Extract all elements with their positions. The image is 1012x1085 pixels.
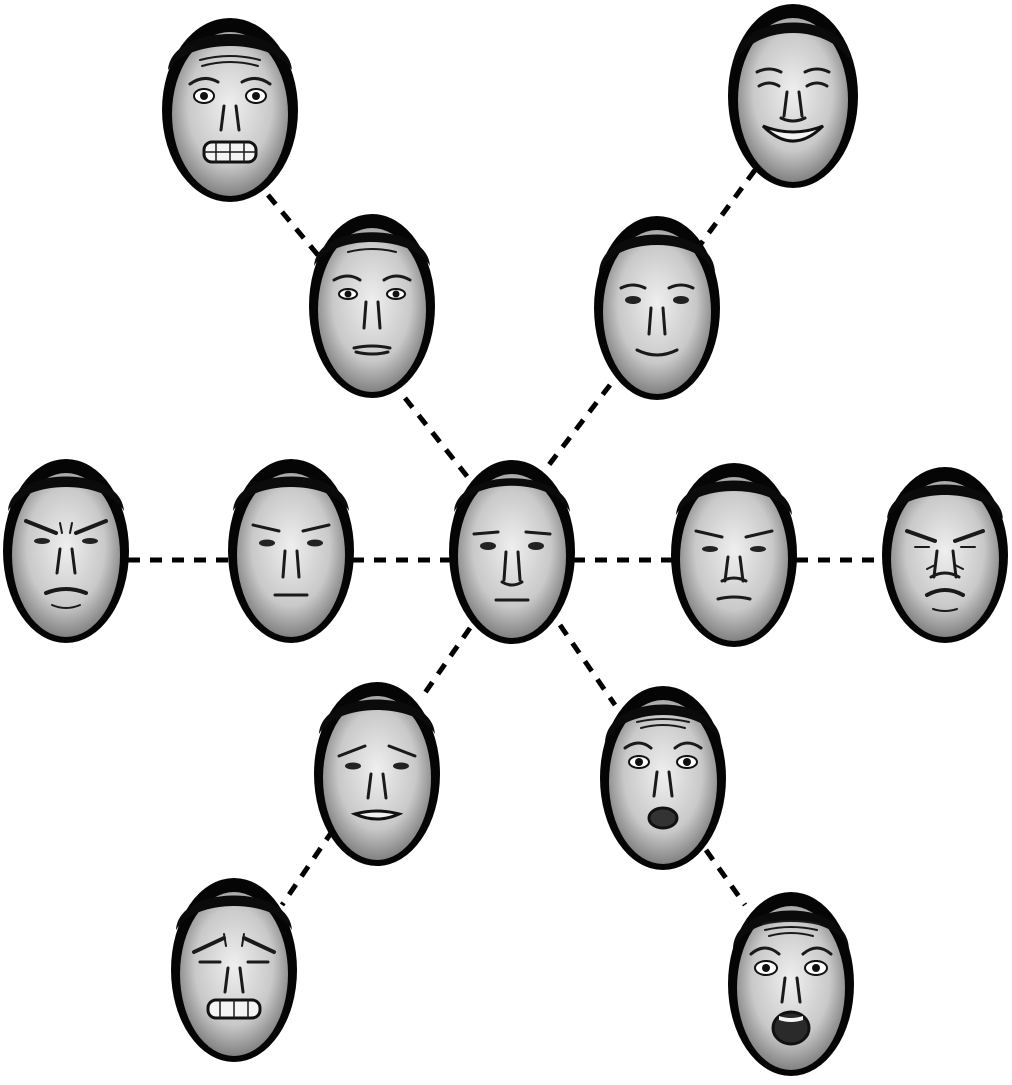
face-disgust-mild [671,463,797,647]
face-neutral-center [449,460,575,644]
connector-upper-right-outer [697,168,758,247]
connector-lower-left-inner [417,626,473,702]
face-nodes [3,4,1008,1076]
face-disgust-strong [882,467,1008,643]
face-sad-strong [171,878,297,1062]
face-fear-strong [162,18,298,202]
face-surprise-mild [600,686,726,870]
face-happy-mild [594,216,720,400]
connector-lines [128,168,880,907]
face-surprise-strong [728,892,854,1076]
face-happy-strong [728,4,858,188]
face-anger-mild [228,459,354,643]
face-sad-mild [314,682,440,866]
connector-lower-right-outer [703,848,748,907]
face-fear-mild [309,214,435,398]
face-anger-strong [3,459,129,643]
connector-lower-right-inner [557,623,618,707]
connector-lower-left-outer [279,828,336,907]
connector-upper-right-inner [543,383,612,472]
connector-upper-left-inner [403,396,472,482]
connector-upper-left-outer [266,193,324,262]
